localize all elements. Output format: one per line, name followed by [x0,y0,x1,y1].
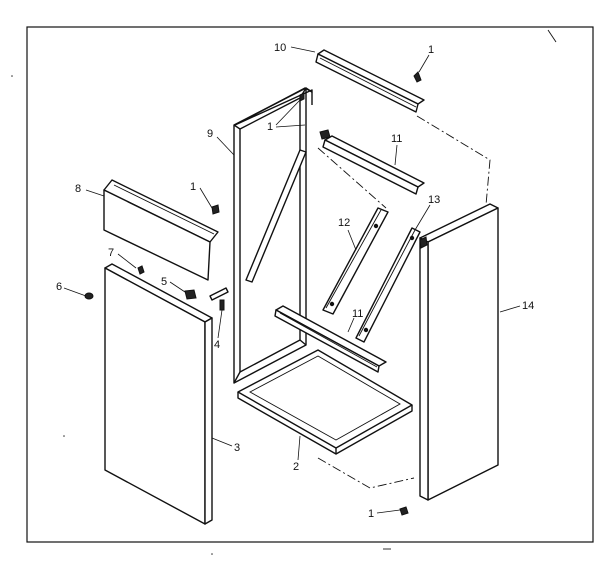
part-8-upper-left-panel [103,179,220,281]
fastener-mark [299,92,305,102]
alignment-lines [317,115,491,489]
part-3-door-panel [104,263,213,525]
part-9-rear-frame [233,87,313,384]
leader-lines [63,46,521,514]
callout-12: 12 [338,217,350,229]
callout-13: 13 [428,194,440,206]
callout-1-mid: 1 [267,121,273,133]
fasteners [399,71,422,516]
part-2-base [237,349,413,455]
callout-5: 5 [161,276,167,288]
callout-11-top: 11 [391,133,402,145]
part-12-brace [322,207,389,315]
callout-1-bottom: 1 [368,508,374,520]
callout-labels: 10 1 9 1 11 8 1 13 12 7 6 5 4 11 14 3 2 … [56,42,534,520]
diagram-frame [26,26,594,543]
callout-1-left: 1 [190,181,196,193]
part-11-lower-crossbar [274,305,387,373]
part-11-upper-crossbar [319,129,425,195]
callout-7: 7 [108,247,114,259]
frame-corner-mark [547,29,557,43]
callout-10: 10 [274,42,286,54]
scan-specks [11,75,391,555]
part-10-top-rail [315,49,425,113]
callout-11-bottom: 11 [352,308,363,320]
callout-6: 6 [56,281,62,293]
hardware-parts [84,265,229,311]
part-13-brace [355,227,421,343]
part-14-right-panel [419,203,499,501]
callout-3: 3 [234,442,240,454]
callout-1-top: 1 [428,44,434,56]
callout-8: 8 [75,183,81,195]
callout-9: 9 [207,128,213,140]
callout-2: 2 [293,461,299,473]
callout-4: 4 [214,339,220,351]
callout-14: 14 [522,300,534,312]
